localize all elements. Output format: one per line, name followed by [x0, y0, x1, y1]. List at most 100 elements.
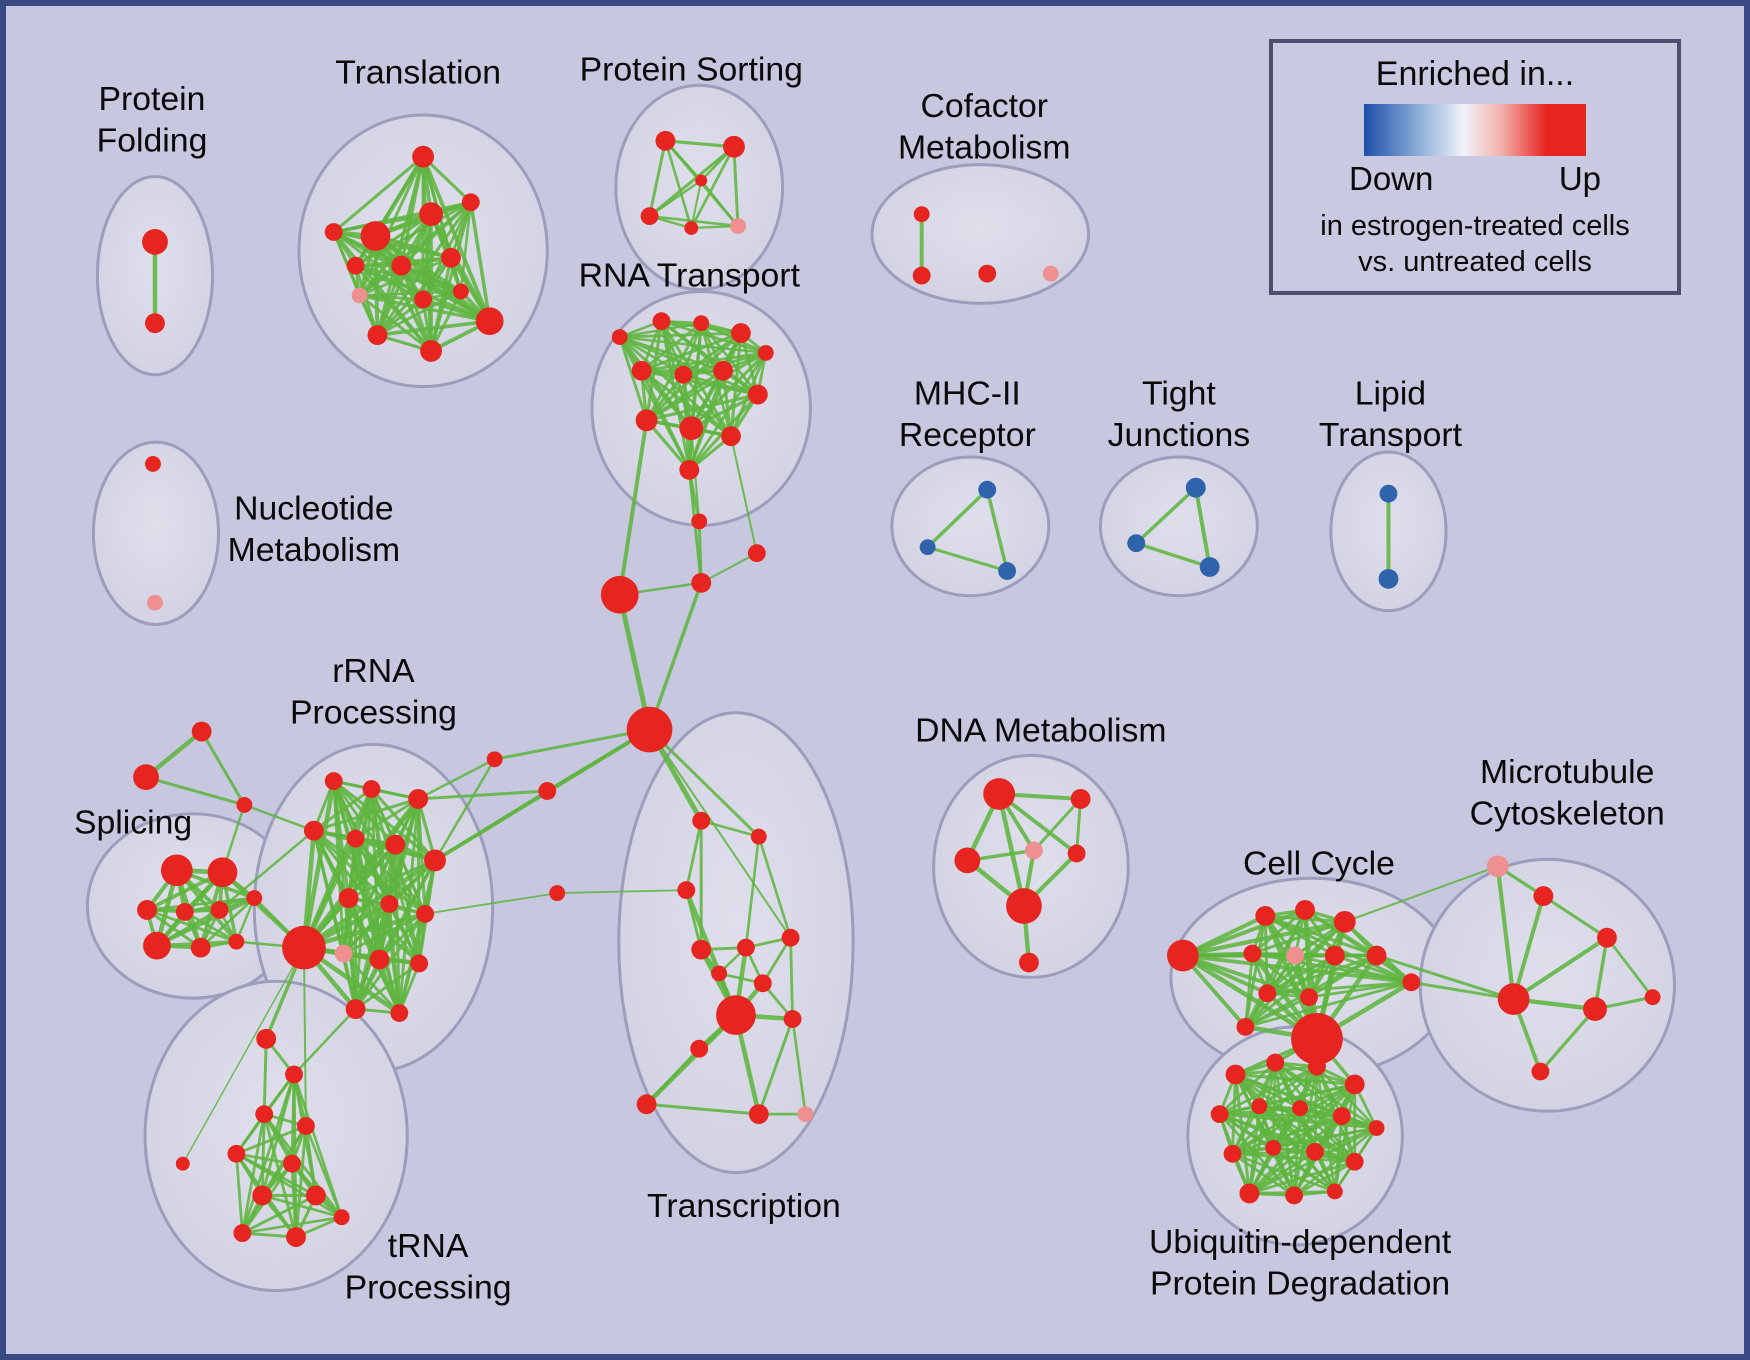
node-cofactor-metabolism-1 — [912, 266, 931, 285]
edge-translation — [354, 264, 433, 353]
edge-microtubule-cytoskeleton — [1541, 894, 1609, 940]
node-free-6 — [486, 751, 503, 768]
edge-rrna-processing — [347, 842, 397, 900]
legend-gradient-bar — [1364, 104, 1586, 156]
edge-microtubule-cytoskeleton — [1593, 936, 1609, 1011]
edge-rna-transport — [640, 369, 691, 472]
node-ubiquitin-degradation-13 — [1239, 1183, 1260, 1204]
edge-ubiquitin-degradation — [1218, 1065, 1319, 1116]
edge-translation — [375, 256, 453, 337]
node-rrna-processing-1 — [362, 780, 381, 798]
edge-translation — [353, 212, 433, 268]
link-edge — [182, 946, 305, 1165]
edge-microtubule-cytoskeleton — [1495, 864, 1516, 1002]
edge-splicing — [145, 908, 203, 950]
node-rna-transport-12 — [679, 459, 700, 480]
edge-protein-sorting — [732, 145, 740, 228]
node-dna-metabolism-1 — [1070, 789, 1091, 809]
node-protein-sorting-1 — [723, 135, 745, 158]
node-transcription-5 — [736, 938, 755, 957]
node-dna-metabolism-6 — [1019, 952, 1039, 973]
node-transcription-4 — [691, 939, 712, 960]
node-free-4 — [626, 706, 673, 753]
node-transcription-2 — [677, 881, 696, 900]
node-mhc-ii-receptor-1 — [919, 539, 936, 556]
node-microtubule-cytoskeleton-6 — [1531, 1062, 1550, 1081]
edge-cell-cycle — [1244, 995, 1311, 1029]
edge-rrna-processing — [342, 902, 391, 955]
legend-scale-labels: Down Up — [1349, 160, 1601, 198]
edge-protein-sorting — [648, 145, 736, 218]
edge-cell-cycle — [1244, 980, 1413, 1029]
node-ubiquitin-degradation-1 — [1266, 1053, 1285, 1072]
edge-ubiquitin-degradation — [1333, 1114, 1344, 1193]
node-ubiquitin-degradation-15 — [1326, 1183, 1343, 1200]
edge-tight-junctions — [1134, 541, 1212, 569]
edge-cell-cycle — [1265, 980, 1413, 995]
node-protein-sorting-2 — [640, 207, 659, 226]
edge-rrna-processing — [347, 858, 437, 900]
node-ubiquitin-degradation-5 — [1251, 1098, 1268, 1115]
edge-trna-processing — [235, 1152, 244, 1235]
node-translation-13 — [367, 325, 388, 345]
node-rrna-processing-2 — [408, 789, 429, 809]
edge-rrna-processing — [312, 787, 373, 833]
edge-trna-processing — [304, 1124, 318, 1197]
edge-rna-transport — [639, 369, 693, 430]
node-cell-cycle-6 — [1324, 945, 1345, 966]
edge-ubiquitin-degradation — [1231, 1152, 1357, 1164]
edge-trna-processing — [240, 1193, 318, 1235]
node-ubiquitin-degradation-6 — [1292, 1100, 1309, 1117]
link-edge — [302, 946, 307, 1128]
edge-rna-transport — [640, 321, 703, 373]
edge-ubiquitin-degradation — [1333, 1083, 1357, 1193]
node-trna-processing-0 — [285, 1065, 303, 1084]
edge-translation — [332, 200, 473, 234]
node-translation-0 — [412, 145, 435, 168]
edge-ubiquitin-degradation — [1231, 1114, 1344, 1156]
edge-cell-cycle — [1265, 954, 1337, 995]
edge-rna-transport — [618, 335, 685, 377]
node-microtubule-cytoskeleton-3 — [1497, 983, 1530, 1016]
edge-splicing — [145, 896, 256, 912]
node-rna-transport-0 — [611, 329, 628, 345]
node-ubiquitin-degradation-0 — [1225, 1064, 1246, 1085]
label-dna-metabolism: DNA Metabolism — [915, 711, 1166, 749]
label-translation: Translation — [335, 53, 501, 91]
node-rrna-processing-14 — [345, 999, 366, 1019]
node-rrna-processing-7 — [282, 925, 326, 970]
edge-translation — [375, 319, 492, 337]
edge-transcription — [684, 887, 739, 1018]
edge-rrna-processing — [369, 787, 437, 862]
link-edge — [218, 829, 316, 912]
node-ubiquitin-degradation-8 — [1368, 1120, 1385, 1136]
node-dna-metabolism-4 — [1067, 844, 1086, 863]
edge-mhc-ii-receptor — [925, 487, 989, 549]
edge-rna-transport — [644, 392, 760, 422]
node-splicing-8 — [228, 933, 245, 950]
edge-cell-cycle — [1244, 952, 1254, 1029]
node-transcription-7 — [753, 974, 772, 993]
node-ubiquitin-degradation-3 — [1344, 1074, 1365, 1095]
edge-rrna-processing — [301, 858, 438, 950]
node-splicing-4 — [210, 901, 229, 919]
edge-translation — [358, 256, 453, 297]
edge-ubiquitin-degradation — [1292, 1160, 1357, 1197]
edge-rrna-processing — [354, 962, 421, 1011]
legend: Enriched in... Down Up in estrogen-treat… — [1269, 39, 1681, 295]
node-rrna-processing-0 — [324, 772, 343, 791]
node-rna-transport-6 — [674, 365, 693, 384]
node-splicing-6 — [143, 931, 171, 960]
node-splicing-1 — [207, 857, 238, 888]
node-translation-8 — [351, 287, 368, 304]
edge-protein-sorting — [648, 139, 667, 218]
link-edge — [1343, 865, 1499, 923]
cluster-ellipse-mhc-ii-receptor — [890, 455, 1051, 598]
node-free-11 — [256, 1028, 277, 1049]
link-edge — [200, 730, 246, 807]
